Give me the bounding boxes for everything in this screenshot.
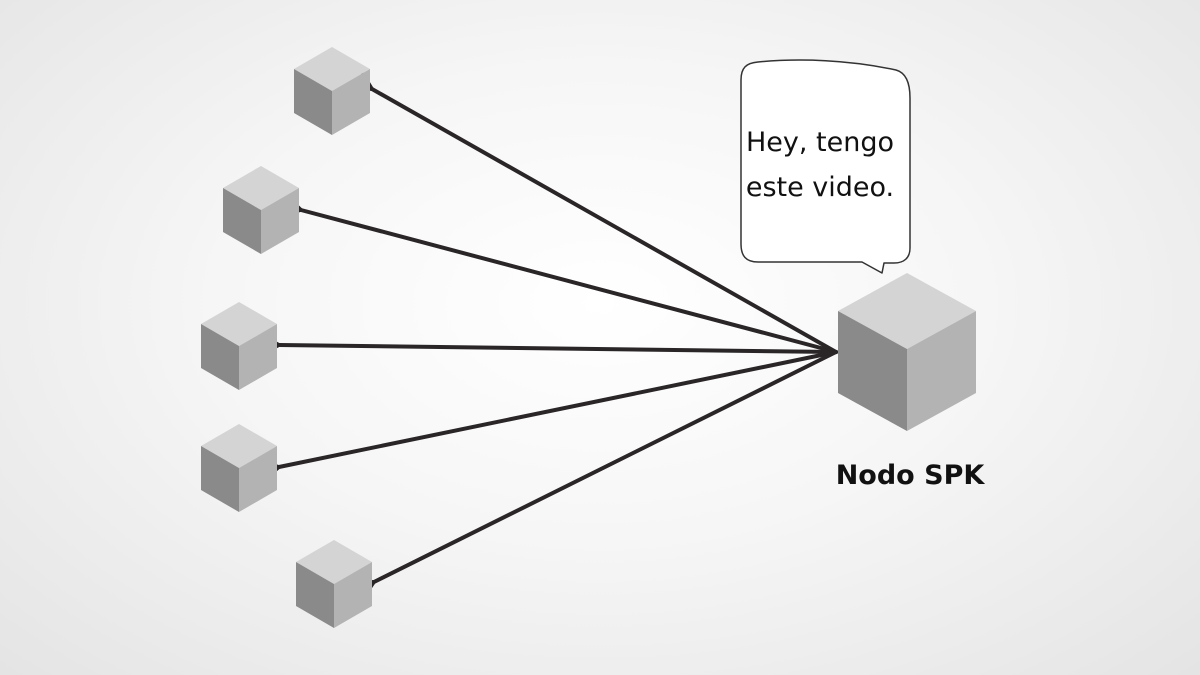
cube-right-face [907,311,976,431]
cube-left-face [201,446,239,512]
source-node-cube [838,273,976,431]
cube-right-face [239,324,277,390]
cube-left-face [201,324,239,390]
cube-left-face [296,562,334,628]
target-node-3 [201,302,277,390]
cube-right-face [261,188,299,254]
speech-bubble-line-2: este video. [746,172,894,203]
speech-bubble-line-1: Hey, tengo [746,127,894,158]
arrow-to-node-3 [279,345,838,352]
target-node-2 [223,166,299,254]
arrow-to-node-4 [279,350,838,467]
cube-right-face [239,446,277,512]
source-node-label: Nodo SPK [836,460,986,491]
cube-right-face [334,562,372,628]
cube-right-face [332,69,370,135]
arrow-to-node-1 [372,89,838,354]
target-node-1 [294,47,370,135]
cube-left-face [223,188,261,254]
target-node-5 [296,540,372,628]
speech-bubble-outline [740,59,911,274]
target-node-4 [201,424,277,512]
cube-left-face [294,69,332,135]
arrow-to-node-2 [301,210,838,354]
broadcast-arrows [279,89,838,582]
arrow-to-node-5 [374,350,838,582]
cube-left-face [838,311,907,431]
speech-bubble: Hey, tengo este video. [740,59,911,274]
